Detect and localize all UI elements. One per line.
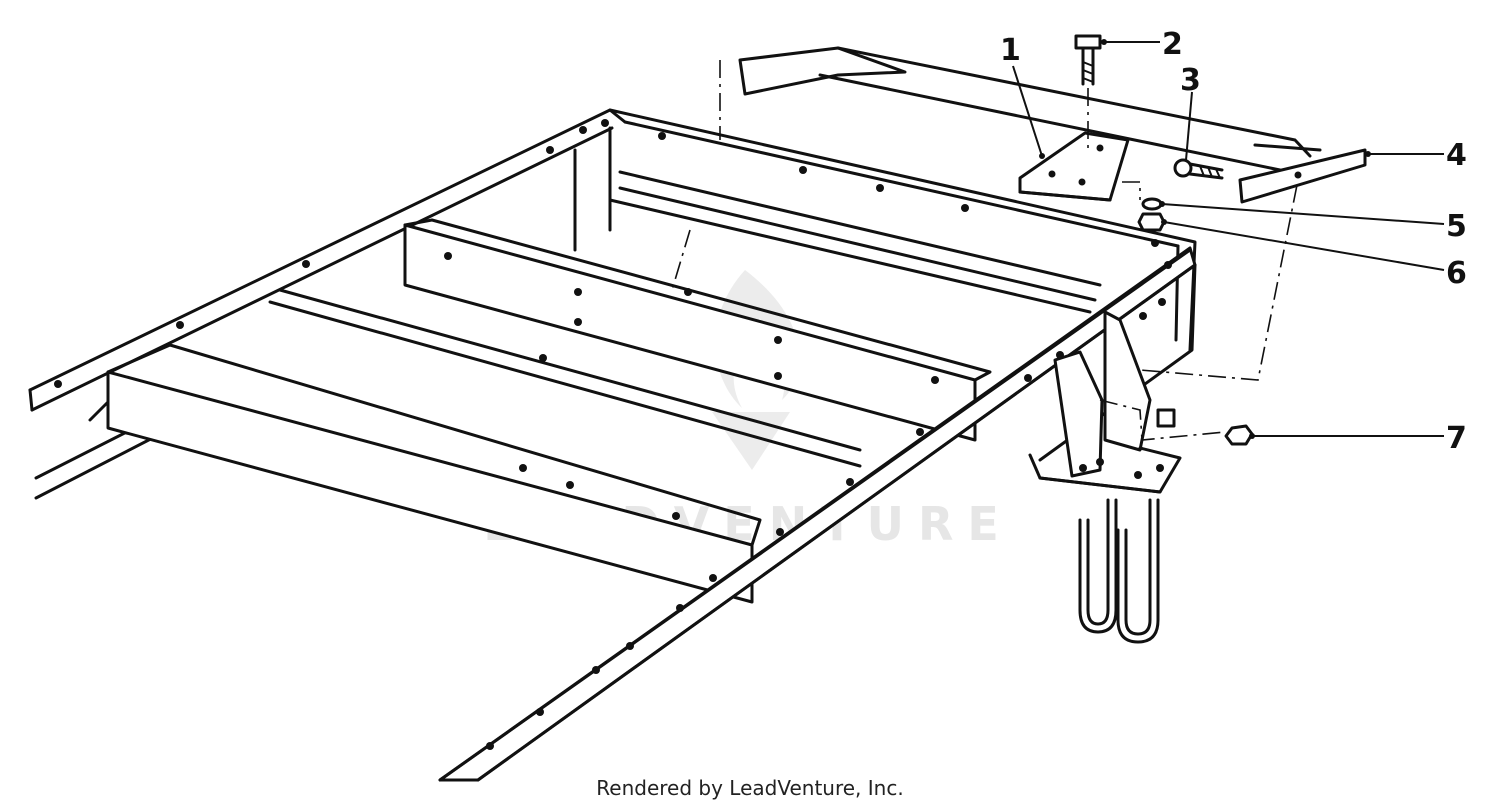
part-3-bolt (1173, 158, 1224, 180)
callout-6[interactable]: 6 (1161, 219, 1467, 291)
footer-credit: Rendered by LeadVenture, Inc. (596, 776, 904, 800)
part-4-bracket (738, 46, 1367, 204)
callout-7-label: 7 (1446, 421, 1467, 456)
callout-3[interactable]: 3 (1180, 63, 1201, 161)
rear-cross-member (573, 108, 1197, 352)
callout-7[interactable]: 7 (1249, 421, 1467, 456)
callout-6-label: 6 (1446, 256, 1467, 291)
part-6-nut (1137, 212, 1166, 232)
callout-4[interactable]: 4 (1365, 138, 1467, 173)
callout-5-label: 5 (1446, 209, 1467, 244)
callout-3-label: 3 (1180, 63, 1201, 98)
part-7-nut (1224, 424, 1254, 446)
lower-cross-plate (106, 370, 754, 604)
tractor-frame (28, 108, 1197, 782)
part-2-bolt (1074, 34, 1102, 86)
hitch-bracket-assembly (1028, 310, 1182, 644)
assembly-center-lines (671, 60, 1298, 441)
callout-4-label: 4 (1446, 138, 1467, 173)
part-5-washer (1141, 197, 1163, 211)
part-1-plate (1018, 131, 1130, 202)
callout-5[interactable]: 5 (1159, 201, 1467, 244)
callout-1[interactable]: 1 (1000, 33, 1045, 159)
upper-cross-plate (403, 223, 977, 442)
callout-2-label: 2 (1162, 27, 1183, 62)
mounting-holes (54, 119, 1172, 750)
callout-2[interactable]: 2 (1101, 27, 1183, 62)
callout-1-label: 1 (1000, 33, 1021, 68)
inner-channel (268, 170, 1102, 468)
